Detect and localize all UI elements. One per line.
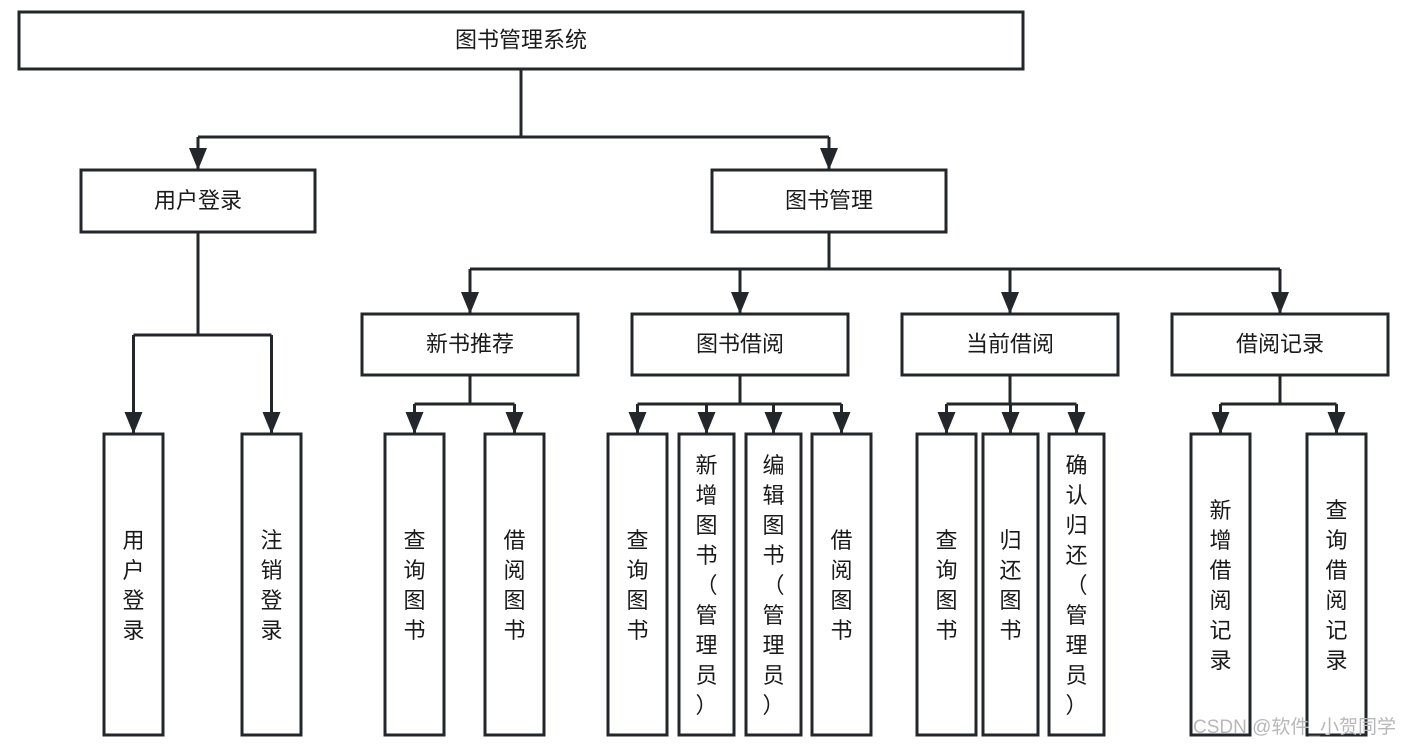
node-label-borrow-record: 借阅记录 — [1236, 331, 1324, 356]
node-level3[interactable]: 当前借阅 — [900, 312, 1120, 377]
node-label-leaf-add-book: 新增图书（管理员） — [695, 453, 717, 718]
node-box-leaf-return-book[interactable] — [981, 432, 1040, 737]
node-box-leaf-query-borrow-record[interactable] — [1305, 432, 1368, 737]
node-leaf[interactable]: 编辑图书（管理员） — [744, 432, 803, 737]
node-leaf[interactable]: 新增借阅记录 — [1189, 432, 1252, 737]
node-leaf[interactable]: 查询借阅记录 — [1305, 432, 1368, 737]
node-label-leaf-edit-book: 编辑图书（管理员） — [762, 453, 784, 718]
node-level2[interactable]: 图书管理 — [710, 168, 948, 234]
node-box-book-borrow[interactable] — [630, 312, 850, 377]
node-label-book-borrow: 图书借阅 — [696, 331, 784, 356]
node-label-leaf-user-login: 用户登录 — [122, 528, 144, 643]
node-leaf[interactable]: 确认归还（管理员） — [1047, 432, 1106, 737]
node-box-book-manage[interactable] — [710, 168, 948, 234]
arrow-head-icon — [1067, 412, 1086, 434]
node-leaf[interactable]: 用户登录 — [102, 432, 165, 737]
node-label-leaf-confirm-return: 确认归还（管理员） — [1065, 453, 1087, 718]
node-label-leaf-borrow-book-recommend: 借阅图书 — [503, 528, 525, 643]
node-leaf[interactable]: 新增图书（管理员） — [677, 432, 736, 737]
arrow-head-icon — [262, 412, 281, 434]
node-label-leaf-logout-login: 注销登录 — [260, 528, 282, 643]
node-label-root: 图书管理系统 — [455, 27, 587, 52]
node-label-new-book-recommend: 新书推荐 — [426, 331, 514, 356]
node-leaf[interactable]: 归还图书 — [981, 432, 1040, 737]
node-level3[interactable]: 借阅记录 — [1170, 312, 1390, 377]
node-root[interactable]: 图书管理系统 — [17, 10, 1025, 71]
node-box-leaf-query-book-borrow[interactable] — [606, 432, 669, 737]
node-label-leaf-return-book: 归还图书 — [999, 528, 1021, 643]
arrow-head-icon — [1327, 412, 1346, 434]
node-label-user-login: 用户登录 — [154, 188, 242, 213]
node-level3[interactable]: 图书借阅 — [630, 312, 850, 377]
arrow-head-icon — [1271, 292, 1289, 314]
node-box-leaf-borrow-book-recommend[interactable] — [483, 432, 546, 737]
arrow-head-icon — [832, 412, 851, 434]
node-box-leaf-confirm-return[interactable] — [1047, 432, 1106, 737]
node-leaf[interactable]: 借阅图书 — [810, 432, 873, 737]
node-box-current-borrow[interactable] — [900, 312, 1120, 377]
node-box-new-book-recommend[interactable] — [360, 312, 580, 377]
node-label-leaf-query-borrow-record: 查询借阅记录 — [1325, 498, 1347, 673]
node-label-current-borrow: 当前借阅 — [966, 331, 1054, 356]
arrow-head-icon — [628, 412, 647, 434]
node-box-leaf-borrow-book[interactable] — [810, 432, 873, 737]
node-box-user-login[interactable] — [79, 168, 317, 234]
node-leaf[interactable]: 注销登录 — [240, 432, 303, 737]
arrow-head-icon — [697, 412, 716, 434]
node-level2[interactable]: 用户登录 — [79, 168, 317, 234]
arrow-head-icon — [505, 412, 524, 434]
node-label-leaf-borrow-book: 借阅图书 — [830, 528, 852, 643]
node-box-leaf-add-borrow-record[interactable] — [1189, 432, 1252, 737]
arrow-head-icon — [731, 292, 749, 314]
arrow-head-icon — [461, 292, 479, 314]
node-label-leaf-query-book-recommend: 查询图书 — [403, 528, 425, 643]
node-leaf[interactable]: 查询图书 — [915, 432, 978, 737]
node-box-leaf-edit-book[interactable] — [744, 432, 803, 737]
node-leaf[interactable]: 查询图书 — [383, 432, 446, 737]
arrow-head-icon — [764, 412, 783, 434]
node-box-leaf-add-book[interactable] — [677, 432, 736, 737]
node-label-leaf-query-book-current: 查询图书 — [935, 528, 957, 643]
csdn-watermark: CSDN @软件_小贺同学 — [1193, 716, 1396, 738]
arrow-head-icon — [189, 148, 207, 170]
node-level3[interactable]: 新书推荐 — [360, 312, 580, 377]
arrow-head-icon — [820, 148, 838, 170]
node-box-leaf-logout-login[interactable] — [240, 432, 303, 737]
node-boxes: 图书管理系统用户登录图书管理新书推荐图书借阅当前借阅借阅记录用户登录注销登录查询… — [17, 10, 1390, 737]
arrow-head-icon — [124, 412, 143, 434]
connector-lines — [124, 69, 1346, 434]
arrow-head-icon — [1001, 292, 1019, 314]
node-box-root[interactable] — [17, 10, 1025, 71]
node-label-book-manage: 图书管理 — [785, 188, 873, 213]
node-box-borrow-record[interactable] — [1170, 312, 1390, 377]
arrow-head-icon — [1211, 412, 1230, 434]
arrow-head-icon — [1001, 412, 1020, 434]
node-box-leaf-query-book-current[interactable] — [915, 432, 978, 737]
node-label-leaf-add-borrow-record: 新增借阅记录 — [1209, 498, 1231, 673]
node-box-leaf-user-login[interactable] — [102, 432, 165, 737]
arrow-head-icon — [405, 412, 424, 434]
node-box-leaf-query-book-recommend[interactable] — [383, 432, 446, 737]
arrow-head-icon — [937, 412, 956, 434]
node-label-leaf-query-book-borrow: 查询图书 — [626, 528, 648, 643]
node-leaf[interactable]: 借阅图书 — [483, 432, 546, 737]
node-leaf[interactable]: 查询图书 — [606, 432, 669, 737]
